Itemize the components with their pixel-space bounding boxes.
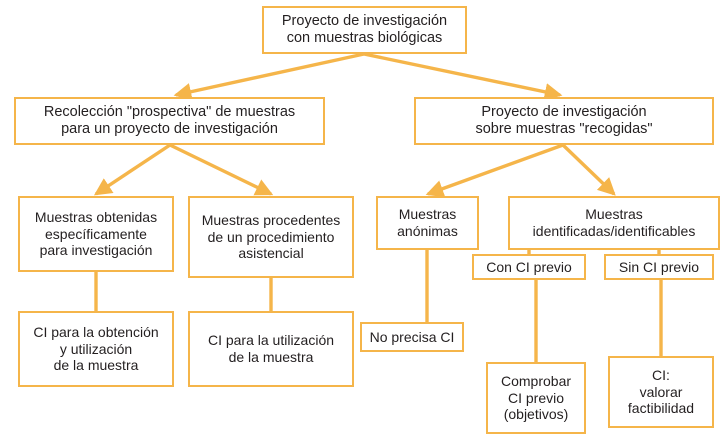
- node-con-ci-previo: Con CI previo: [472, 254, 586, 280]
- node-sin-ci-previo: Sin CI previo: [604, 254, 714, 280]
- edge-root-to-recogidas: [363, 52, 563, 101]
- node-identificables: Muestras identificadas/identificables: [508, 196, 720, 250]
- node-no-precisa-ci: No precisa CI: [360, 322, 464, 352]
- node-ci-factibilidad: CI: valorar factibilidad: [608, 356, 714, 428]
- edge-prospectiva-to-asistencial: [169, 143, 274, 196]
- edge-recogidas-to-identificables: [561, 143, 616, 196]
- node-recogidas: Proyecto de investigación sobre muestras…: [414, 97, 714, 145]
- edge-recogidas-to-anonimas: [425, 143, 564, 198]
- edge-prospectiva-to-especificamente: [93, 143, 171, 196]
- node-comprobar-ci: Comprobar CI previo (objetivos): [486, 362, 586, 434]
- node-ci-obtencion: CI para la obtención y utilización de la…: [18, 311, 174, 387]
- node-root: Proyecto de investigación con muestras b…: [262, 6, 467, 54]
- node-especificamente: Muestras obtenidas específicamente para …: [18, 196, 174, 272]
- node-asistencial: Muestras procedentes de un procedimiento…: [188, 196, 354, 278]
- node-prospectiva: Recolección "prospectiva" de muestras pa…: [14, 97, 325, 145]
- node-anonimas: Muestras anónimas: [376, 196, 479, 250]
- node-ci-utilizacion: CI para la utilización de la muestra: [188, 311, 354, 387]
- edge-root-to-prospectiva: [173, 52, 365, 101]
